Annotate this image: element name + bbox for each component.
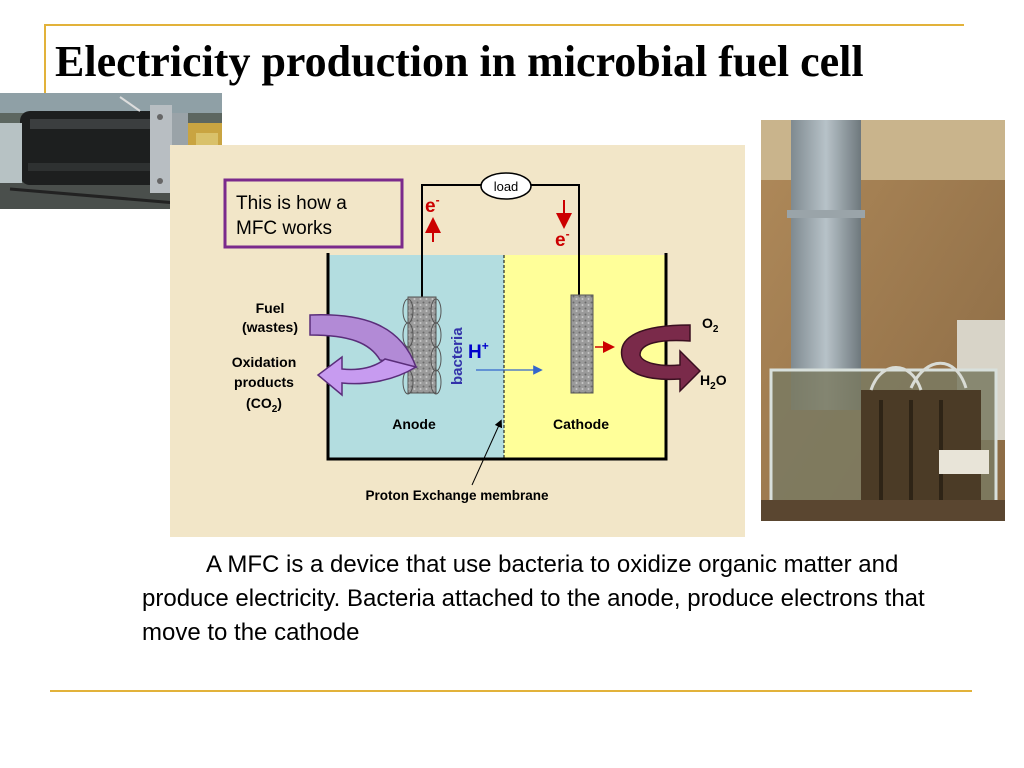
mfc-column-photo [761,120,1005,521]
callout-line-1: This is how a [236,193,347,214]
bacteria-label: bacteria [449,327,466,385]
oxygen-flow-arrow [620,324,702,393]
co2-label: (CO2) [246,395,282,415]
proton-label: H+ [468,339,489,363]
oxidation-label: Oxidation [232,354,297,370]
anode-wire [421,184,483,297]
left-accent-line [44,24,46,96]
products-label: products [234,374,294,390]
top-accent-line [44,24,964,26]
callout-box [223,178,404,249]
fuel-label: Fuel [256,300,285,316]
cathode-electrode [570,294,594,394]
oxidation-outflow-arrow [316,355,418,397]
membrane-label: Proton Exchange membrane [365,488,549,503]
electron-label-cathode: e- [555,227,570,251]
callout-line-2: MFC works [236,218,332,239]
fuel-wastes-label: (wastes) [242,319,298,335]
membrane-pointer-arrow [471,419,502,486]
chamber-outline [326,253,668,461]
anode-label: Anode [392,416,436,432]
slide-title: Electricity production in microbial fuel… [55,37,864,86]
electron-label-anode: e- [425,193,440,217]
slide-caption: A MFC is a device that use bacteria to o… [142,551,925,646]
load-label: load [494,179,519,194]
anode-electrode [407,296,437,394]
bottom-accent-line [50,690,972,692]
cathode-label: Cathode [553,416,609,432]
cathode-wire [530,184,580,297]
h2o-label: H2O [700,372,727,392]
load-resistor [480,172,532,200]
mfc-diagram: load This is how a MFC works e- e- bacte… [170,145,745,537]
o2-label: O2 [702,315,719,335]
